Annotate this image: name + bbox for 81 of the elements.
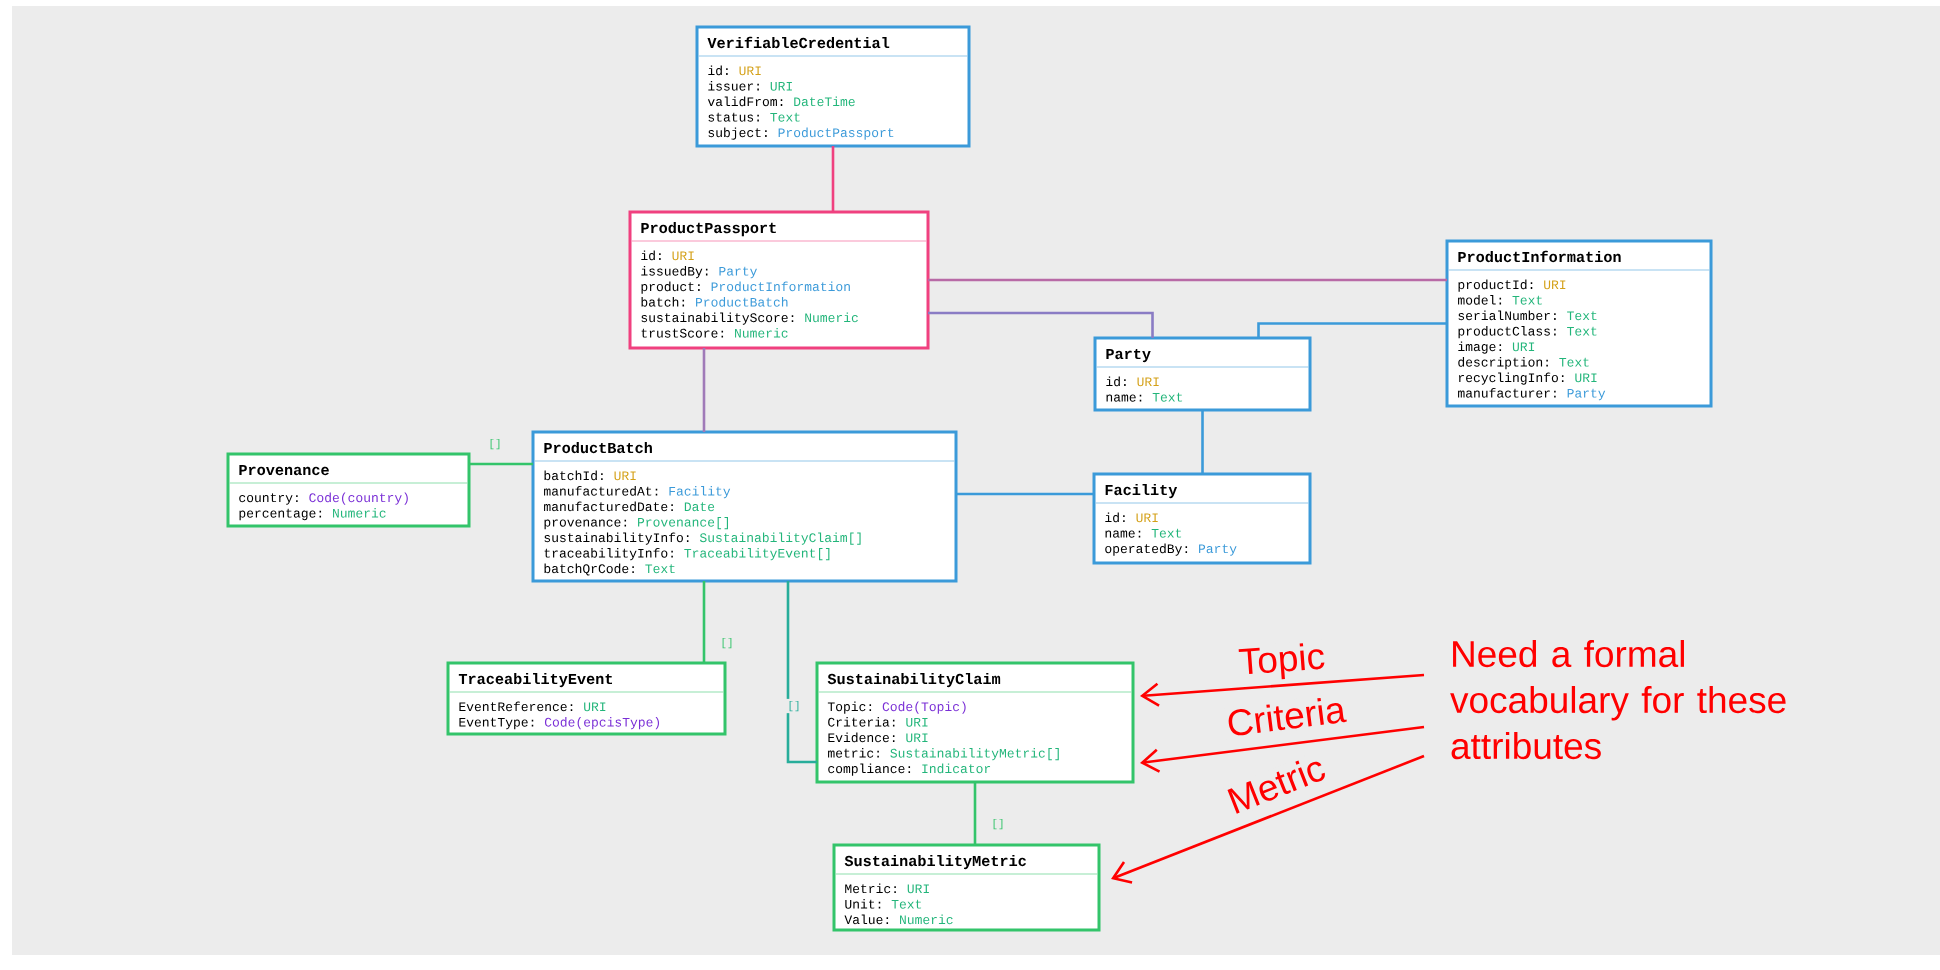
class-name: Party	[1106, 348, 1151, 363]
class-name: Facility	[1105, 484, 1178, 499]
attribute-text: product: ProductInformation	[641, 281, 850, 294]
connector-line	[469, 462, 533, 466]
class-name: Provenance	[239, 465, 329, 476]
attribute-text: percentage: Numeric	[239, 508, 386, 521]
attribute-text: productClass: Text	[1458, 326, 1597, 339]
attribute-text: trustScore: Numeric	[641, 328, 788, 338]
attribute-text: manufacturedAt: Facility	[544, 486, 731, 499]
attribute-text: id: URI	[1106, 376, 1159, 387]
arrow	[1140, 673, 1425, 707]
attribute-text: name: Text	[1106, 392, 1183, 402]
connector-line	[928, 278, 1447, 282]
attribute-text: batchQrCode: Text	[544, 563, 675, 576]
class-name: VerifiableCredential	[707, 36, 890, 49]
attribute-text: status: Text	[708, 112, 800, 122]
connector-line	[1201, 410, 1204, 474]
class-box	[815, 661, 1135, 784]
attribute-text: validFrom: DateTime	[707, 96, 855, 107]
class-name: ProductPassport	[641, 222, 776, 237]
class-name: ProductInformation	[1458, 250, 1621, 263]
attribute-text: recyclingInfo: URI	[1458, 372, 1597, 385]
arrow	[1111, 754, 1425, 884]
attribute-text: issuer: URI	[708, 81, 792, 91]
arrow-label: Criteria	[1222, 692, 1350, 740]
connector-line	[786, 581, 817, 764]
attribute-text: sustainabilityScore: Numeric	[641, 312, 858, 325]
connector-line	[928, 311, 1154, 338]
attribute-text: sustainabilityInfo: SustainabilityClaim[]	[544, 532, 861, 545]
connector-line	[956, 492, 1094, 496]
attribute-text: Value: Numeric	[844, 914, 953, 925]
connector-line	[973, 782, 977, 845]
class-name: SustainabilityMetric	[844, 855, 1026, 870]
attribute-text: id: URI	[1105, 512, 1158, 523]
arrow-label: Topic	[1235, 639, 1329, 685]
arrow-label: Metric	[1221, 750, 1331, 818]
connector-line	[702, 581, 706, 663]
class-name: TraceabilityEvent	[458, 673, 612, 688]
attribute-text: batchId: URI	[544, 470, 636, 481]
attribute-text: manufacturer: Party	[1458, 388, 1606, 401]
attribute-text: description: Text	[1458, 357, 1589, 370]
attribute-text: batch: ProductBatch	[641, 297, 788, 307]
arrow	[1140, 725, 1425, 773]
class-box	[531, 430, 958, 583]
attribute-text: Unit: Text	[845, 899, 922, 909]
attribute-text: productId: URI	[1458, 279, 1566, 292]
class-name: ProductBatch	[544, 442, 652, 454]
attribute-text: Metric: URI	[845, 883, 929, 894]
attribute-text: issuedBy: Party	[641, 266, 757, 279]
attribute-text: metric: SustainabilityMetric[]	[828, 748, 1059, 761]
class-box	[1092, 472, 1312, 565]
attribute-text: id: URI	[641, 250, 694, 261]
attribute-text: serialNumber: Text	[1458, 310, 1597, 321]
attribute-text: EventReference: URI	[459, 701, 606, 712]
class-box	[628, 210, 930, 350]
note-text: Need a formal vocabulary for these attributes	[1450, 640, 1786, 760]
attribute-text: traceabilityInfo: TraceabilityEvent[]	[544, 548, 830, 561]
attribute-text: compliance: Indicator	[828, 763, 991, 776]
class-box	[1445, 239, 1713, 408]
attribute-text: id: URI	[708, 65, 761, 76]
attribute-text: operatedBy: Party	[1105, 543, 1237, 556]
attribute-text: EventType: Code(epcisType)	[459, 717, 660, 730]
attribute-text: Criteria: URI	[828, 717, 928, 727]
connector-line	[831, 146, 835, 212]
class-box	[1093, 336, 1312, 412]
class-box	[446, 661, 727, 736]
attribute-text: Evidence: URI	[828, 732, 928, 743]
attribute-text: country: Code(country)	[239, 492, 408, 505]
attribute-text: manufacturedDate: Date	[544, 501, 715, 512]
attribute-text: subject: ProductPassport	[708, 127, 894, 140]
class-name: SustainabilityClaim	[827, 673, 1001, 688]
attribute-text: model: Text	[1458, 295, 1542, 305]
class-box	[226, 452, 471, 528]
class-box	[832, 843, 1101, 932]
attribute-text: Topic: Code(Topic)	[827, 701, 966, 714]
connector-line	[702, 348, 706, 432]
class-box	[695, 25, 971, 148]
connector-line	[1257, 322, 1447, 338]
attribute-text: image: URI	[1458, 341, 1535, 354]
attribute-text: name: Text	[1105, 528, 1182, 538]
attribute-text: provenance: Provenance[]	[544, 517, 728, 530]
